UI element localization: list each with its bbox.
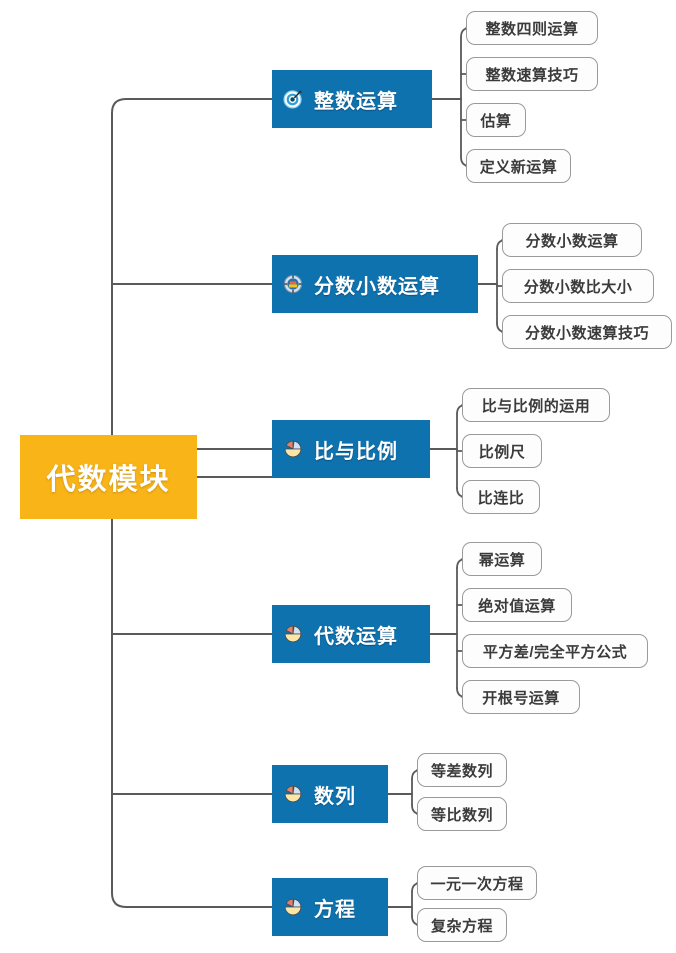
leaf-node-label: 整数速算技巧: [485, 66, 579, 84]
leaf-node-label: 定义新运算: [479, 158, 558, 176]
leaf-node-label: 分数小数速算技巧: [524, 324, 649, 342]
branch-node-3[interactable]: 比与比例: [272, 420, 430, 478]
leaf-node-label: 分数小数运算: [525, 232, 619, 250]
branch-node-label: 分数小数运算: [314, 275, 440, 298]
pie-chart-icon: [282, 896, 304, 918]
leaf-node-label: 比例尺: [478, 443, 526, 461]
leaf-node[interactable]: 等比数列: [417, 797, 507, 831]
leaf-node[interactable]: 整数速算技巧: [466, 57, 598, 91]
branch-node-label: 比与比例: [314, 440, 398, 463]
branch-node-6[interactable]: 方程: [272, 878, 388, 936]
branch-node-label: 代数运算: [314, 625, 398, 648]
pie-chart-icon: [282, 623, 304, 645]
globe-compass-icon: [282, 273, 304, 295]
leaf-node-label: 分数小数比大小: [523, 278, 633, 296]
branch-node-label: 整数运算: [314, 90, 398, 113]
root-node[interactable]: 代数模块: [20, 435, 197, 519]
branch-node-5[interactable]: 数列: [272, 765, 388, 823]
leaf-node-label: 幂运算: [478, 551, 526, 569]
leaf-node[interactable]: 开根号运算: [462, 680, 580, 714]
leaf-node[interactable]: 比与比例的运用: [462, 388, 610, 422]
leaf-node[interactable]: 估算: [466, 103, 526, 137]
leaf-node-label: 等差数列: [430, 762, 493, 780]
leaf-node[interactable]: 分数小数比大小: [502, 269, 654, 303]
leaf-node[interactable]: 平方差/完全平方公式: [462, 634, 648, 668]
leaf-node-label: 复杂方程: [430, 917, 493, 935]
dart-target-icon: [282, 88, 304, 110]
leaf-node-label: 比与比例的运用: [481, 397, 591, 415]
branch-node-1[interactable]: 整数运算: [272, 70, 432, 128]
leaf-node[interactable]: 整数四则运算: [466, 11, 598, 45]
branch-node-label: 方程: [314, 898, 356, 921]
top-cropped-text-artifact: [150, 0, 510, 9]
leaf-node[interactable]: 定义新运算: [466, 149, 571, 183]
branch-node-label: 数列: [314, 785, 356, 808]
branch-node-4[interactable]: 代数运算: [272, 605, 430, 663]
root-node-label: 代数模块: [46, 464, 171, 496]
leaf-node[interactable]: 一元一次方程: [417, 866, 537, 900]
leaf-node-label: 比连比: [477, 489, 525, 507]
leaf-node-label: 等比数列: [430, 806, 493, 824]
leaf-node[interactable]: 分数小数速算技巧: [502, 315, 672, 349]
leaf-node-label: 绝对值运算: [478, 597, 556, 615]
pie-chart-icon: [282, 438, 304, 460]
leaf-node[interactable]: 等差数列: [417, 753, 507, 787]
leaf-node[interactable]: 分数小数运算: [502, 223, 642, 257]
pie-chart-icon: [282, 783, 304, 805]
leaf-node[interactable]: 比连比: [462, 480, 540, 514]
leaf-node[interactable]: 绝对值运算: [462, 588, 572, 622]
leaf-node-label: 平方差/完全平方公式: [482, 643, 628, 661]
leaf-node-label: 估算: [480, 112, 512, 130]
leaf-node-label: 整数四则运算: [485, 20, 579, 38]
leaf-node[interactable]: 比例尺: [462, 434, 542, 468]
leaf-node[interactable]: 幂运算: [462, 542, 542, 576]
branch-node-2[interactable]: 分数小数运算: [272, 255, 478, 313]
leaf-node-label: 一元一次方程: [430, 875, 524, 893]
leaf-node[interactable]: 复杂方程: [417, 908, 507, 942]
leaf-node-label: 开根号运算: [482, 689, 560, 707]
